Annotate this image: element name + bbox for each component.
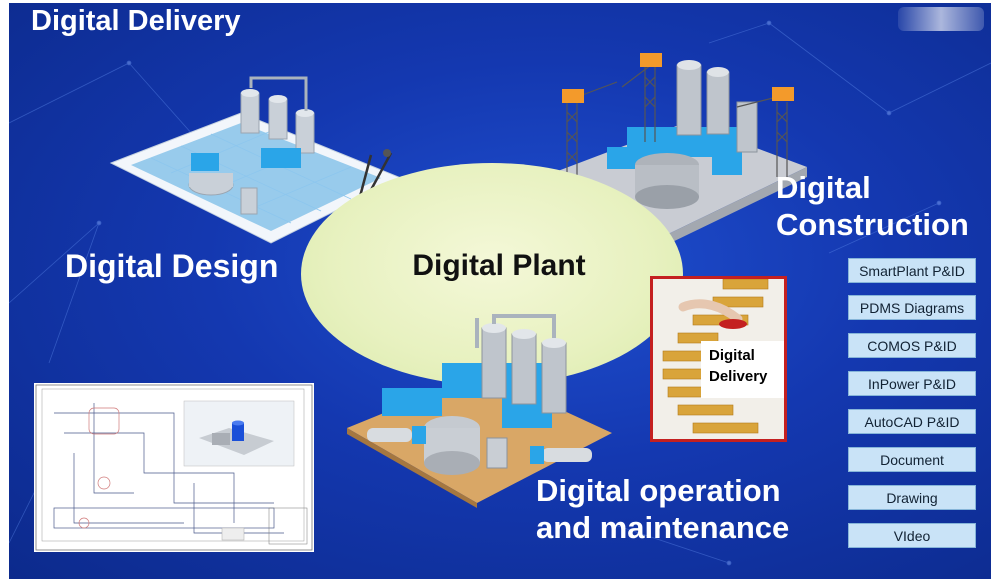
cad-drawing-preview xyxy=(34,383,314,552)
caption-operation-line1: Digital operation xyxy=(536,473,781,508)
format-drawing[interactable]: Drawing xyxy=(848,485,976,510)
format-comos-pid[interactable]: COMOS P&ID xyxy=(848,333,976,358)
digital-plant-label: Digital Plant xyxy=(412,249,586,282)
format-pdms-diagrams[interactable]: PDMS Diagrams xyxy=(848,295,976,320)
digital-delivery-line1: Digital xyxy=(709,347,755,364)
digital-delivery-line2: Delivery xyxy=(709,368,768,385)
corner-highlight xyxy=(898,7,984,31)
network-background xyxy=(9,20,991,566)
caption-digital-design: Digital Design xyxy=(65,248,279,284)
operation-plant-icon xyxy=(347,314,612,508)
slide-title: Digital Delivery xyxy=(31,5,241,37)
slide: Digital Delivery xyxy=(9,3,991,579)
pid-drawing-icon xyxy=(35,384,313,551)
format-smartplant-pid[interactable]: SmartPlant P&ID xyxy=(848,258,976,283)
format-autocad-pid[interactable]: AutoCAD P&ID xyxy=(848,409,976,434)
caption-digital-construction-line1: Digital xyxy=(776,170,871,205)
format-video[interactable]: VIdeo xyxy=(848,523,976,548)
digital-delivery-label: Digital Delivery xyxy=(701,341,784,398)
caption-operation-line2: and maintenance xyxy=(536,510,790,545)
plant-design-blueprint-icon xyxy=(109,76,403,244)
format-document[interactable]: Document xyxy=(848,447,976,472)
digital-delivery-card: Digital Delivery xyxy=(650,276,787,442)
format-inpower-pid[interactable]: InPower P&ID xyxy=(848,371,976,396)
caption-digital-construction-line2: Construction xyxy=(776,207,969,242)
